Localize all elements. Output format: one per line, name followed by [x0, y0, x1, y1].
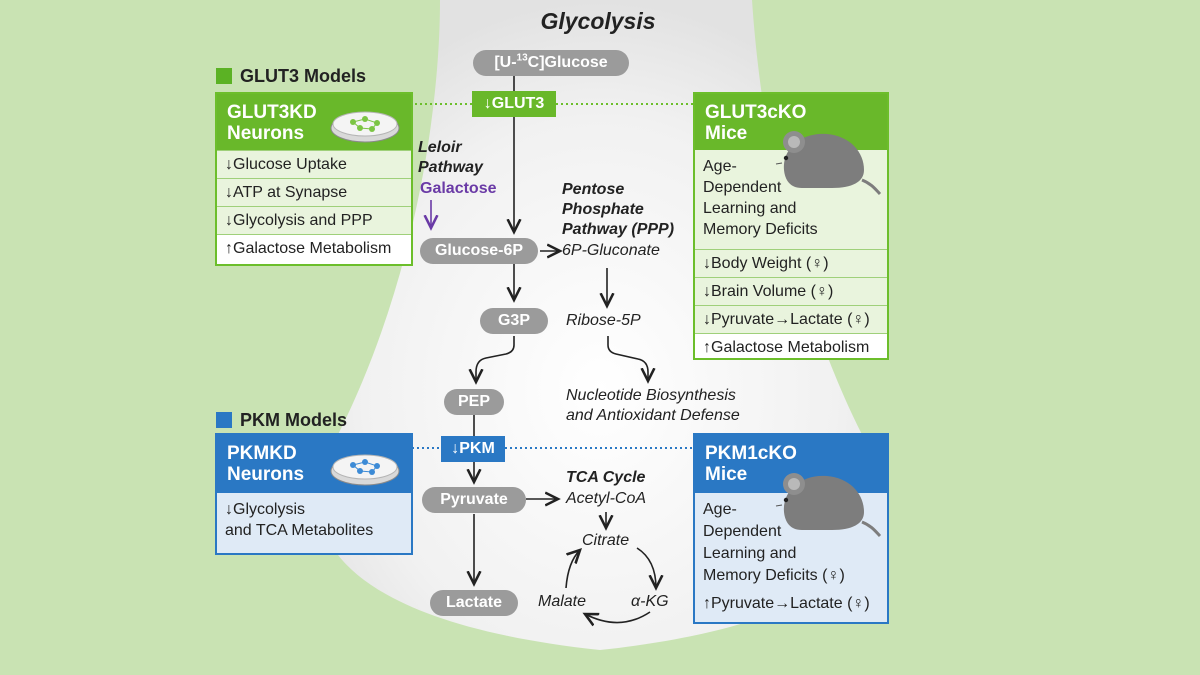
arrow-g3p-pep — [476, 336, 515, 382]
nucleotide-line2: and Antioxidant Defense — [566, 407, 740, 424]
ppp-label: Pentose Phosphate Pathway (PPP) — [562, 180, 674, 240]
pkmkd-neurons-box: PKMKD Neurons ↓Glycolysis and TCA Metabo… — [215, 433, 413, 555]
arrow-malate-citrate — [565, 550, 580, 589]
pep-node: PEP — [444, 389, 504, 415]
ribose-label: Ribose-5P — [566, 312, 641, 329]
glut3cko-desc-3: Learning and — [703, 200, 797, 217]
pkm-square-icon — [216, 412, 232, 428]
gluconate-label: 6P-Gluconate — [562, 242, 660, 259]
pkmkd-desc-1: ↓Glycolysis — [225, 501, 306, 518]
ppp-line1: Pentose — [562, 181, 625, 198]
galactose-label: Galactose — [420, 180, 497, 197]
leloir-line1: Leloir — [418, 139, 462, 156]
arrow-ribose-nucleotide — [607, 336, 648, 381]
glucose-label: [U- — [494, 54, 517, 71]
pkm1cko-mice-box: PKM1cKO Mice Age- Dependent Learning and… — [693, 433, 889, 624]
glucose6p-node: Glucose-6P — [420, 238, 538, 264]
glut3-square-icon — [216, 68, 232, 84]
glut3cko-row-3: ↓Pyruvate→Lactate (♀) — [695, 305, 887, 333]
pkm1cko-desc-4: Memory Deficits (♀) — [703, 567, 845, 584]
pkm-section-label: PKM Models — [216, 410, 347, 431]
glut3kd-row-1: ↓Glucose Uptake — [217, 150, 411, 178]
glut3-tag: ↓GLUT3 — [472, 91, 556, 117]
petri-dish-icon — [330, 111, 400, 143]
malate-label: Malate — [538, 593, 587, 610]
g3p-node: G3P — [480, 308, 548, 334]
glut3cko-row-1: ↓Body Weight (♀) — [695, 249, 887, 277]
glut3-section-text: GLUT3 Models — [240, 66, 367, 86]
tca-title: TCA Cycle — [566, 469, 646, 486]
glut3kd-header: GLUT3KD Neurons — [217, 94, 411, 150]
glut3kd-neurons-box: GLUT3KD Neurons ↓Glucose Uptake ↓ATP at … — [215, 92, 413, 266]
pkm1cko-desc-3: Learning and — [703, 545, 797, 562]
pkm1cko-desc-1: Age- — [703, 501, 737, 518]
arrow-akg-malate — [585, 611, 651, 623]
citrate-label: Citrate — [582, 532, 630, 549]
pkmkd-desc-2: and TCA Metabolites — [225, 522, 374, 539]
leloir-label: Leloir Pathway — [418, 138, 483, 178]
leloir-line2: Pathway — [418, 159, 483, 176]
glut3cko-desc-4: Memory Deficits — [703, 221, 818, 238]
mouse-icon — [775, 473, 882, 538]
glut3cko-desc-1: Age- — [703, 158, 737, 175]
glut3kd-row-2: ↓ATP at Synapse — [217, 178, 411, 206]
pkmkd-desc: ↓Glycolysis and TCA Metabolites — [217, 493, 411, 553]
ppp-line3: Pathway (PPP) — [562, 221, 675, 238]
akg-label: α-KG — [631, 593, 669, 610]
pkmkd-title: PKMKD — [227, 443, 297, 464]
acetyl-label: Acetyl-CoA — [566, 490, 647, 507]
petri-dish-icon — [330, 454, 400, 486]
pkm-tag: ↓PKM — [441, 436, 505, 462]
pkm-section-text: PKM Models — [240, 410, 348, 430]
glut3cko-desc-2: Dependent — [703, 179, 782, 196]
diagram-title: Glycolysis — [540, 8, 656, 34]
glucose-isotope: 13 — [516, 52, 528, 64]
pkmkd-subtitle: Neurons — [227, 464, 305, 485]
glut3kd-subtitle: Neurons — [227, 123, 305, 144]
glut3cko-subtitle: Mice — [705, 123, 748, 144]
arrow-citrate-akg — [636, 547, 656, 588]
nucleotide-line1: Nucleotide Biosynthesis — [566, 387, 736, 404]
pkm1cko-subtitle: Mice — [705, 464, 748, 485]
pkmkd-header: PKMKD Neurons — [217, 435, 411, 493]
glut3cko-title: GLUT3cKO — [705, 102, 807, 123]
glucose-node: [U-13C]Glucose — [473, 50, 629, 76]
glut3-section-label: GLUT3 Models — [216, 66, 366, 87]
pyruvate-node: Pyruvate — [422, 487, 526, 513]
glut3cko-row-2: ↓Brain Volume (♀) — [695, 277, 887, 305]
lactate-node: Lactate — [430, 590, 518, 616]
pkm1cko-title: PKM1cKO — [705, 443, 797, 464]
ppp-line2: Phosphate — [562, 201, 644, 218]
pkm1cko-desc-2: Dependent — [703, 523, 782, 540]
glucose-label-tail: C]Glucose — [527, 54, 608, 71]
glut3kd-title: GLUT3KD — [227, 102, 317, 123]
mouse-icon — [775, 131, 882, 196]
pkm1cko-desc-5: ↑Pyruvate→Lactate (♀) — [703, 595, 870, 612]
glut3cko-row-4: ↑Galactose Metabolism — [695, 333, 887, 358]
glut3kd-row-4: ↑Galactose Metabolism — [217, 234, 411, 262]
glut3kd-row-3: ↓Glycolysis and PPP — [217, 206, 411, 234]
